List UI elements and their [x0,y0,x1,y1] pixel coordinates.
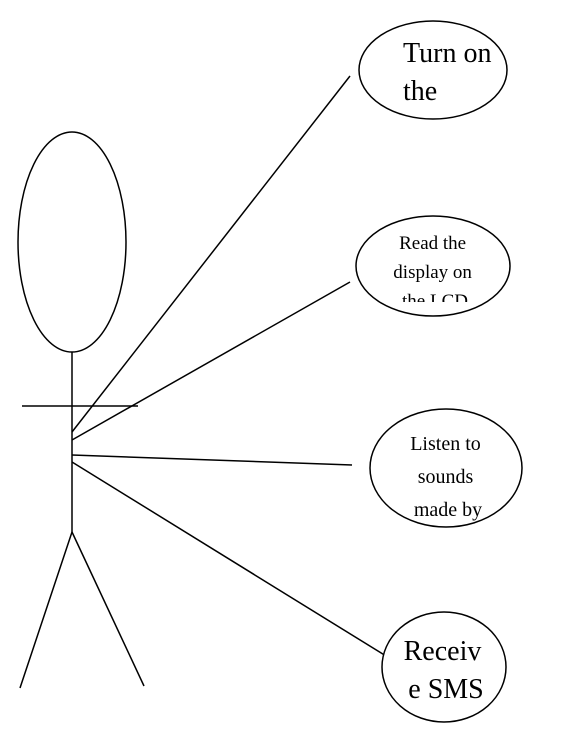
actor-head [17,131,127,353]
use-case-turn-on: Turn on the [358,20,508,120]
actor-right-leg [71,531,145,687]
use-case-read-display: Read the display on the LCD [355,215,511,317]
use-case-receive-sms-line-2: e SMS [408,674,483,705]
association-listen-sounds [71,454,353,466]
use-case-read-display-line-3: the LCD [402,291,468,312]
use-case-read-display-oval [355,215,511,317]
use-case-turn-on-line-2: the [403,76,437,107]
associations [71,75,387,657]
actor-stick-figure [17,131,145,689]
use-case-listen-sounds-line-2: sounds [418,466,474,488]
association-read-display [71,281,351,441]
use-case-read-display-line-1: Read the [399,233,466,254]
association-receive-sms [71,461,387,657]
use-case-turn-on-oval [358,20,508,120]
use-case-read-display-line-2: display on [393,262,472,283]
use-case-listen-sounds: Listen to sounds made by [369,408,523,528]
use-case-listen-sounds-oval [369,408,523,528]
svg-text:Listen to sounds m: Listen to sounds made by [410,433,486,521]
use-case-receive-sms: Receiv e SMS [381,611,507,723]
use-case-listen-sounds-line-3: made by [414,499,482,521]
use-case-receive-sms-oval [381,611,507,723]
use-case-listen-sounds-line-1: Listen to [410,433,481,455]
svg-text:Turn on the: Turn on the [403,38,498,107]
svg-text:Receiv e SMS: Receiv e SMS [404,636,489,705]
svg-text:Read the display on: Read the display on the LCD [393,233,476,312]
use-case-receive-sms-line-1: Receiv [404,636,482,667]
use-case-turn-on-line-1: Turn on [403,38,491,69]
actor-left-leg [19,531,73,689]
association-turn-on [71,75,351,433]
